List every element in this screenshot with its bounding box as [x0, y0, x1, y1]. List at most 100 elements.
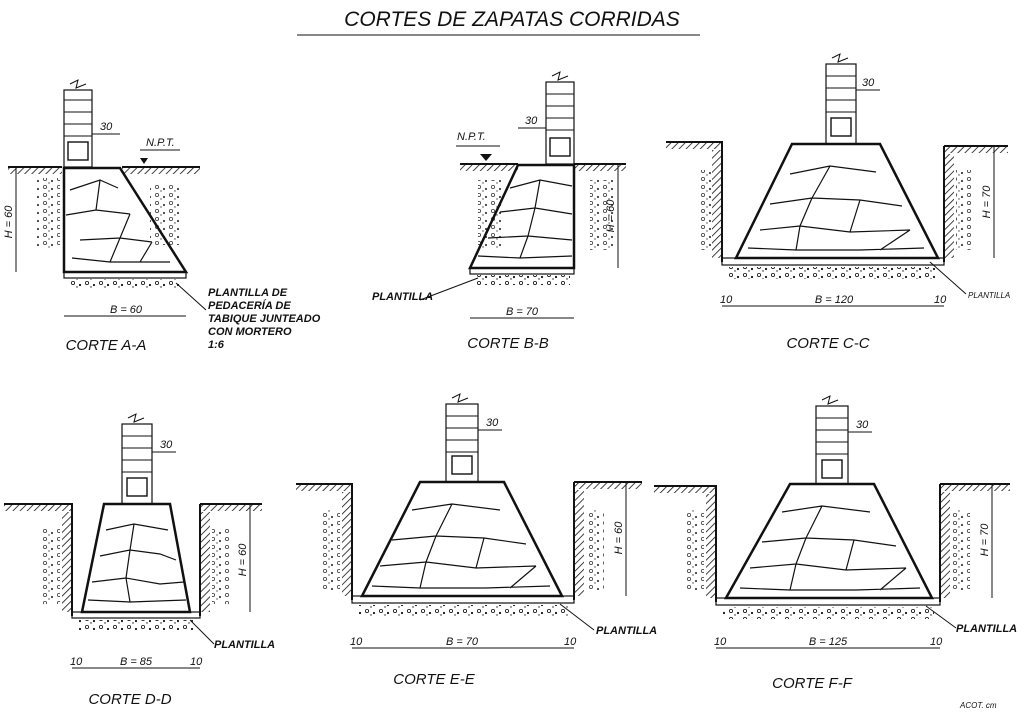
masonry-joints [87, 523, 187, 603]
ground-hatch [574, 483, 642, 489]
section-e-e: H = 60 B = 70 10 10 30 PLANTILLA CORTE E… [296, 393, 657, 688]
height-label: H = 70 [981, 185, 993, 219]
break-line [451, 393, 469, 403]
note-line: TABIQUE JUNTEADO [208, 313, 321, 325]
chain-beam [67, 141, 89, 161]
section-label: CORTE F-F [772, 675, 853, 692]
break-line [69, 79, 87, 89]
soil-gravel [212, 528, 230, 604]
plantilla-gravel [70, 279, 180, 289]
plantilla-leader [419, 277, 479, 301]
chain-beam [821, 459, 843, 479]
plantilla-layer [71, 611, 201, 619]
footing-masonry [80, 502, 192, 614]
ground-hatch [944, 147, 1008, 153]
ground-hatch [574, 165, 626, 171]
ground-hatch [122, 168, 200, 174]
side-dim-right: 10 [934, 294, 947, 306]
side-dim-left: 10 [350, 636, 363, 648]
soil-gravel [686, 510, 704, 590]
wall-hatch [200, 512, 210, 612]
sheet-title: CORTES DE ZAPATAS CORRIDAS [344, 8, 680, 31]
plantilla-layer [721, 257, 945, 266]
wall-width-label: 30 [525, 115, 538, 127]
side-dim-left: 10 [70, 656, 83, 668]
units-note: ACOT. cm [959, 701, 997, 710]
width-label: B = 85 [120, 656, 153, 668]
plantilla-leader [189, 619, 215, 645]
ground-hatch [460, 165, 518, 171]
width-label: B = 70 [506, 306, 539, 318]
wall-hatch [940, 492, 950, 598]
plantilla-gravel [78, 620, 194, 630]
plantilla-gravel [476, 275, 570, 285]
chain-beam [830, 117, 852, 137]
note-line: 1:6 [208, 339, 225, 351]
plantilla-layer [351, 595, 575, 604]
height-label: H = 60 [237, 543, 249, 577]
ground-line-left [4, 503, 73, 616]
npt-label: N.P.T. [457, 131, 486, 143]
height-label: H = 60 [3, 205, 15, 239]
ground-hatch [940, 485, 1010, 491]
ground-hatch [666, 143, 722, 149]
plantilla-layer [469, 267, 575, 275]
section-a-a: H = 60 B = 60 30 N.P.T. PLANTILLA DE PED… [3, 79, 321, 354]
footing-masonry [723, 482, 935, 600]
section-b-b: H = 60 B = 70 30 N.P.T. PLANTILLA CORTE … [372, 71, 626, 352]
plantilla-label: PLANTILLA [214, 639, 275, 651]
width-label: B = 70 [446, 636, 479, 648]
wall-width-label: 30 [856, 419, 869, 431]
soil-gravel [478, 180, 504, 248]
plantilla-leader [559, 603, 595, 631]
soil-gravel [956, 170, 972, 250]
plantilla-label: PLANTILLA [372, 291, 433, 303]
wall-hatch [62, 512, 72, 612]
masonry-joints [739, 505, 921, 591]
masonry-joints [371, 503, 551, 589]
plantilla-layer [63, 271, 187, 279]
wall-width-label: 30 [862, 77, 875, 89]
width-label: B = 120 [815, 294, 854, 306]
note-line: PEDACERÍA DE [208, 299, 291, 312]
masonry-joints [747, 165, 925, 251]
wall-hatch [712, 150, 722, 258]
masonry-joints [477, 179, 573, 259]
soil-gravel [40, 528, 60, 604]
section-label: CORTE E-E [393, 671, 475, 688]
plantilla-leader [925, 605, 957, 629]
side-dim-right: 10 [930, 636, 943, 648]
ground-line-right [939, 483, 1010, 602]
wall-width-label: 30 [486, 417, 499, 429]
wall-hatch [342, 492, 352, 596]
side-dim-right: 10 [564, 636, 577, 648]
plantilla-label: PLANTILLA [968, 291, 1010, 300]
wall-width-label: 30 [100, 121, 113, 133]
ground-hatch [8, 168, 62, 174]
plantilla-layer [715, 597, 941, 606]
wall-hatch [574, 490, 584, 596]
chain-beam [451, 455, 473, 475]
npt-label: N.P.T. [146, 137, 175, 149]
side-dim-left: 10 [720, 294, 733, 306]
plantilla-leader [929, 261, 967, 295]
wall-hatch [944, 154, 954, 258]
break-line [831, 53, 849, 63]
height-label: H = 60 [613, 521, 625, 555]
chain-beam [549, 137, 571, 157]
width-label: B = 60 [110, 304, 143, 316]
plantilla-label: PLANTILLA [956, 623, 1017, 635]
section-label: CORTE B-B [467, 335, 548, 352]
section-f-f: H = 70 B = 125 10 10 30 PLANTILLA CORTE … [654, 395, 1017, 692]
plantilla-label: PLANTILLA [596, 625, 657, 637]
break-line [551, 71, 569, 81]
wall-width-label: 30 [160, 439, 173, 451]
soil-gravel [586, 510, 604, 590]
soil-gravel [590, 180, 614, 250]
soil-gravel [322, 510, 340, 590]
section-label: CORTE D-D [88, 691, 171, 708]
side-dim-right: 10 [190, 656, 203, 668]
footing-masonry [733, 142, 941, 260]
